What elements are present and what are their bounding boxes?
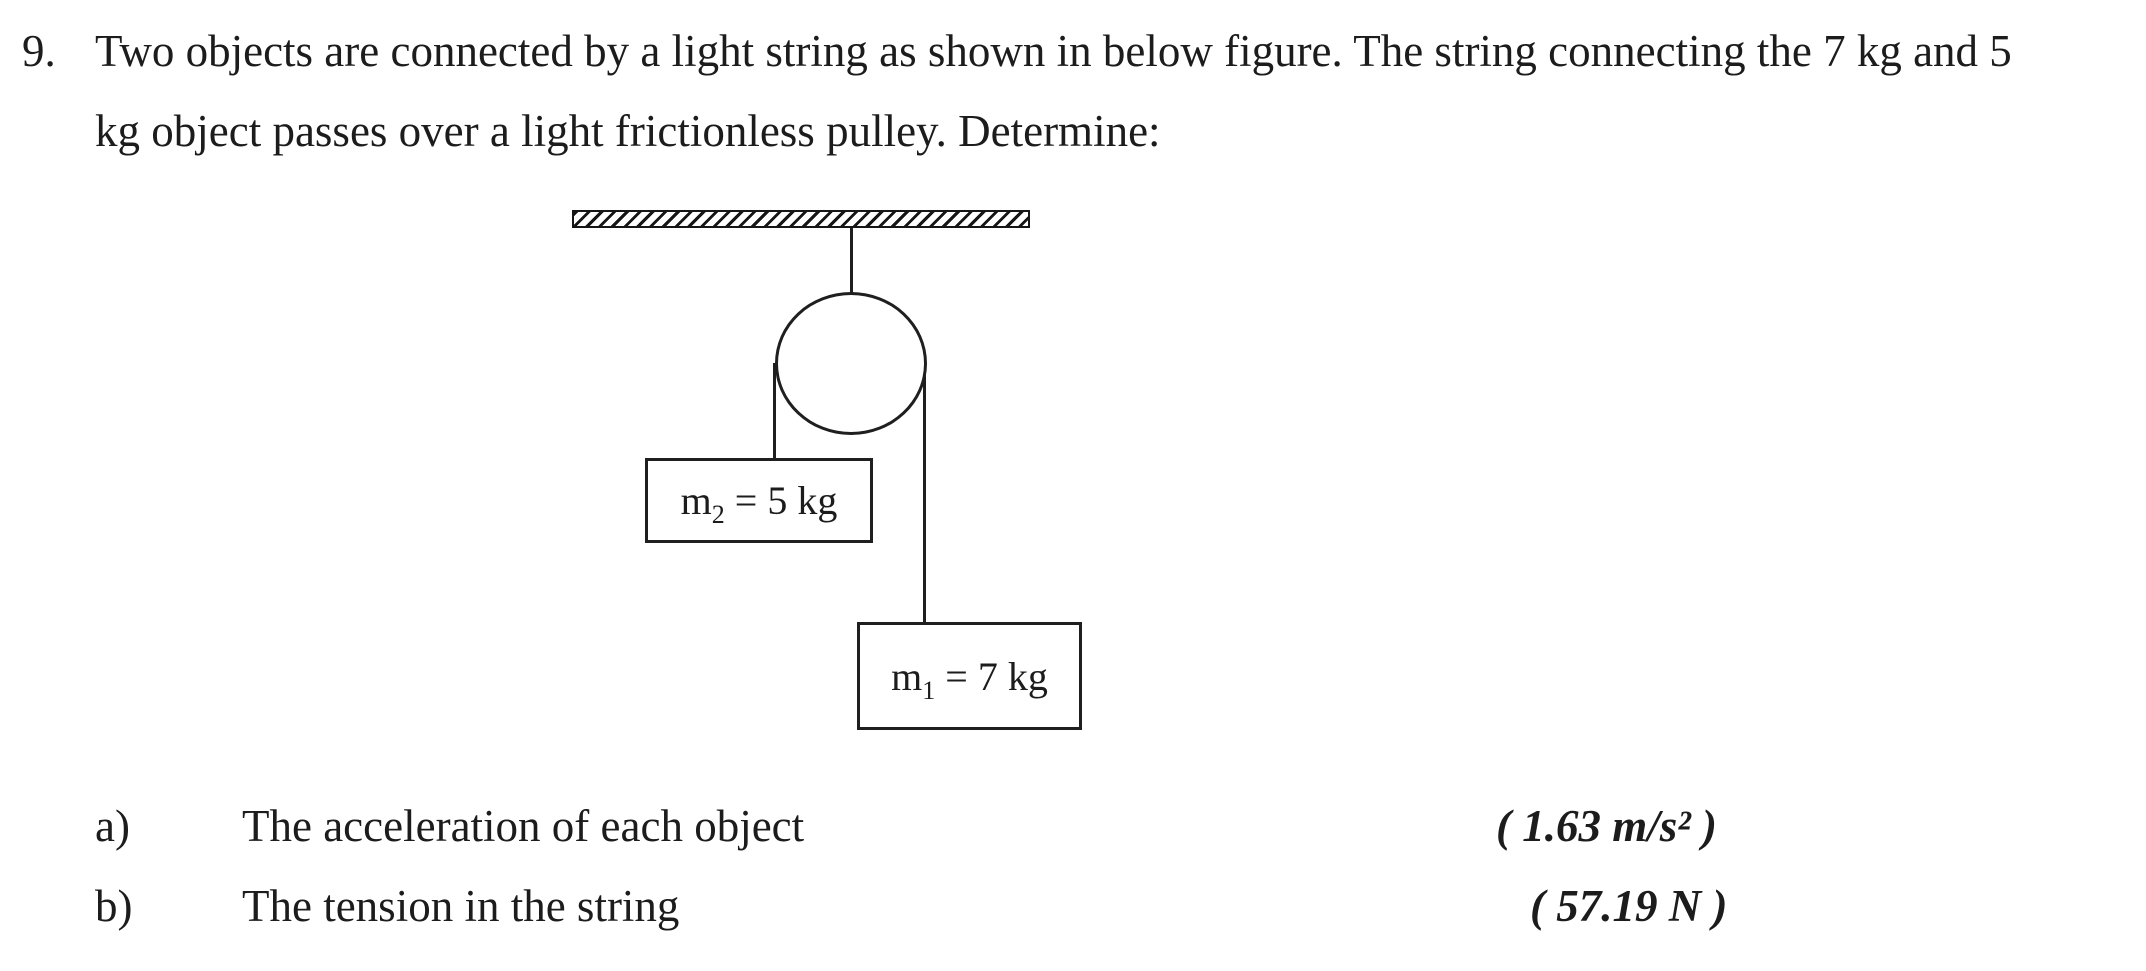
mass-box-m2: m2 = 5 kg xyxy=(645,458,873,543)
pulley-wheel xyxy=(775,292,927,435)
problem-text-line1: Two objects are connected by a light str… xyxy=(95,26,2012,76)
question-a-label: a) xyxy=(95,801,130,851)
question-row-b: b) The tension in the string ( 57.19 N ) xyxy=(0,881,2146,933)
mass-box-m1: m1 = 7 kg xyxy=(857,622,1082,730)
mass-m2-label: m2 = 5 kg xyxy=(680,478,838,529)
mass-m1-label: m1 = 7 kg xyxy=(891,653,1048,705)
question-row-a: a) The acceleration of each object ( 1.6… xyxy=(0,801,2146,853)
problem-number: 9. xyxy=(22,26,56,76)
string-right-segment xyxy=(923,363,926,623)
question-b-answer: ( 57.19 N ) xyxy=(1530,881,1728,931)
question-b-text: The tension in the string xyxy=(242,881,680,931)
question-a-answer: ( 1.63 m/s² ) xyxy=(1496,801,1717,851)
question-a-text: The acceleration of each object xyxy=(242,801,805,851)
mass-m1-subscript: 1 xyxy=(922,675,936,705)
pulley-support-rope xyxy=(850,228,853,296)
ceiling-hatched-bar xyxy=(572,210,1030,228)
mass-m2-subscript: 2 xyxy=(711,500,725,529)
problem-text-line2: kg object passes over a light frictionle… xyxy=(95,106,1161,156)
string-left-segment xyxy=(773,363,776,459)
question-b-label: b) xyxy=(95,881,133,931)
